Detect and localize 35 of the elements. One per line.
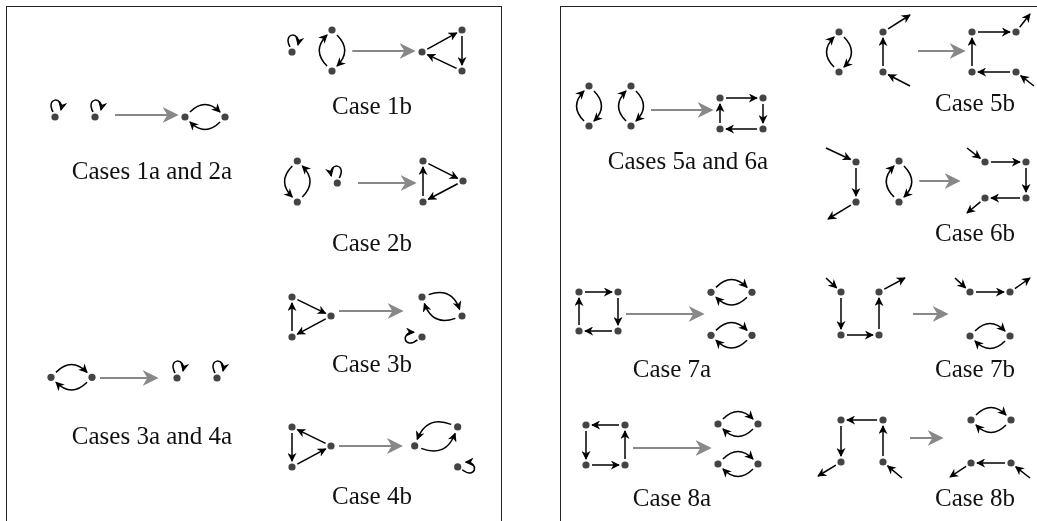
arrow <box>917 43 966 59</box>
graph-drawing <box>416 24 467 76</box>
graph-drawing <box>580 419 630 470</box>
case-caption: Case 5b <box>935 89 1015 115</box>
case-caption: Case 7a <box>632 355 712 381</box>
graph-drawing <box>417 155 468 207</box>
case-caption: Case 1b <box>332 92 412 118</box>
case-caption: Cases 5a and 6a <box>607 147 769 173</box>
arrow <box>351 43 416 59</box>
case-caption: Cases 3a and 4a <box>71 422 233 448</box>
graph-drawing <box>286 291 336 342</box>
case-caption: Cases 1a and 2a <box>71 157 233 183</box>
case-caption: Case 4b <box>332 482 412 508</box>
arrow <box>114 107 179 123</box>
graph-drawing <box>573 286 623 336</box>
case-caption: Case 6b <box>935 219 1015 245</box>
graph-drawing <box>714 92 768 134</box>
arrow <box>338 438 403 454</box>
case-caption: Case 7b <box>935 355 1015 381</box>
arrow <box>357 175 417 191</box>
arrow <box>909 430 944 446</box>
arrow <box>625 306 705 322</box>
arrow <box>338 303 404 319</box>
panel-frame <box>560 6 1037 521</box>
case-caption: Case 2b <box>332 229 412 255</box>
case-caption: Case 8a <box>632 484 712 510</box>
case-caption: Case 3b <box>332 350 412 376</box>
arrow <box>912 306 949 322</box>
arrow <box>632 440 712 456</box>
graph-drawing <box>286 421 336 472</box>
arrow <box>918 173 961 189</box>
arrow <box>99 370 159 386</box>
arrow <box>650 102 714 118</box>
case-caption: Case 8b <box>935 484 1015 510</box>
panel-frame <box>6 6 502 521</box>
